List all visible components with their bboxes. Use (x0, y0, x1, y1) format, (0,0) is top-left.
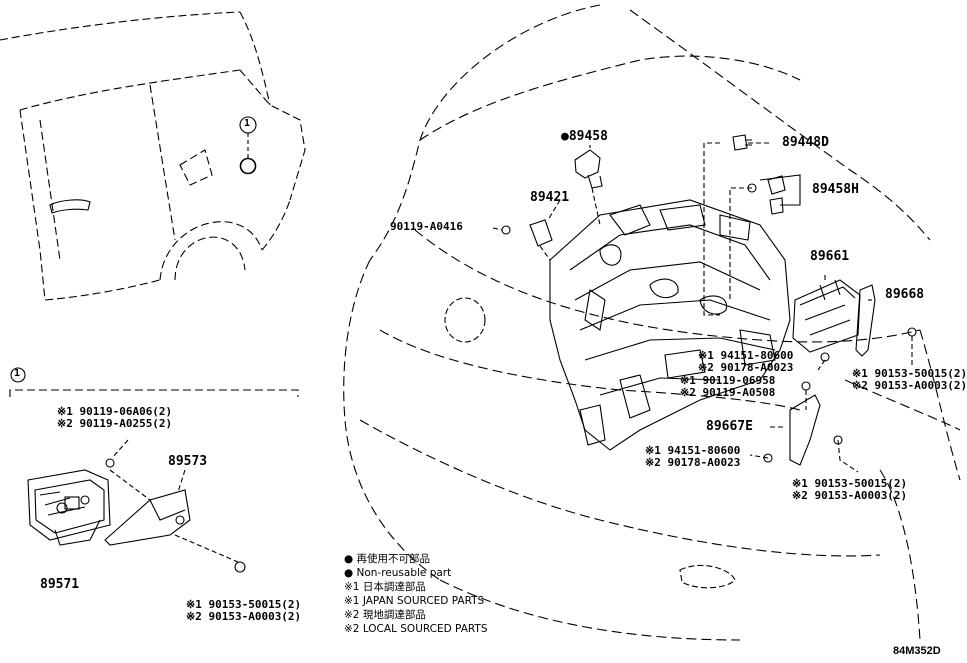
inset-ecu-module (27, 469, 111, 546)
inset-leader-lines (109, 439, 239, 563)
part-label-89668: 89668 (885, 287, 925, 302)
sensor-89448d (732, 134, 752, 151)
part-label-89573: 89573 (168, 454, 208, 469)
inset-bracket (104, 489, 191, 546)
part-label-group1-line2: ※2 90178-A0023 (698, 361, 794, 374)
part-label-group4-line1: ※1 94151-80600 (645, 444, 741, 457)
inset-frame (9, 367, 299, 397)
bracket-brace-89458h (759, 174, 801, 206)
part-label-group2-line1: ※1 90119-06958 (680, 374, 776, 387)
rear-vehicle-outline (0, 11, 306, 301)
part-label-89571: 89571 (40, 577, 80, 592)
inset-label-a-line1: ※1 90119-06A06(2) (57, 405, 173, 418)
fog-lamp-outline (679, 564, 736, 589)
part-label-89448d: 89448D (782, 135, 829, 150)
legend-line-4: ※1 JAPAN SOURCED PARTS (344, 595, 485, 607)
callout-number-1-rear: 1 (244, 118, 251, 129)
inset-label-b-line1: ※1 90153-50015(2) (186, 598, 302, 611)
part-label-group5-line2: ※2 90153-A0003(2) (792, 489, 908, 502)
part-label-89661: 89661 (810, 249, 850, 264)
inset-label-b-line2: ※2 90153-A0003(2) (186, 610, 302, 623)
fuel-door-outline (49, 199, 91, 214)
main-leader-lines (492, 142, 913, 473)
part-label-90119-a0416: 90119-A0416 (390, 220, 463, 233)
part-label-group3-line1: ※1 90153-50015(2) (852, 367, 967, 380)
legend: ● 再使用不可部品 ● Non-reusable part ※1 日本調達部品 … (344, 552, 488, 636)
part-label-89667e: 89667E (706, 419, 753, 434)
sensor-89458h (747, 175, 786, 215)
legend-line-5: ※2 現地調達部品 (344, 609, 426, 621)
legend-line-2: ● Non-reusable part (344, 567, 452, 579)
sensor-89421 (501, 219, 553, 247)
figure-code: 84M352D (893, 645, 941, 657)
part-label-group2-line2: ※2 90119-A0508 (680, 386, 776, 399)
sensor-89458 (574, 149, 603, 189)
part-label-group3-line2: ※2 90153-A0003(2) (852, 379, 967, 392)
front-vehicle-body (343, 4, 961, 641)
part-label-group1-line1: ※1 94151-80600 (698, 349, 794, 362)
bracket-89668 (855, 284, 876, 357)
part-label-group5-line1: ※1 90153-50015(2) (792, 477, 908, 490)
legend-line-1: ● 再使用不可部品 (344, 553, 430, 565)
ecu-89661 (792, 279, 861, 353)
callout-number-1-inset: 1 (14, 368, 21, 379)
part-label-group4-line2: ※2 90178-A0023 (645, 456, 741, 469)
headlight-outline (444, 297, 486, 343)
callout-circle-icon (239, 116, 257, 175)
legend-line-6: ※2 LOCAL SOURCED PARTS (344, 623, 488, 635)
inset-bolt-icon (105, 458, 246, 573)
legend-line-3: ※1 日本調達部品 (344, 581, 426, 593)
part-label-89458h: 89458H (812, 182, 859, 197)
engine-assembly (549, 199, 791, 451)
inset-label-a-line2: ※2 90119-A0255(2) (57, 417, 173, 430)
part-label-89421: 89421 (530, 190, 570, 205)
part-label-89458: ●89458 (561, 129, 608, 144)
